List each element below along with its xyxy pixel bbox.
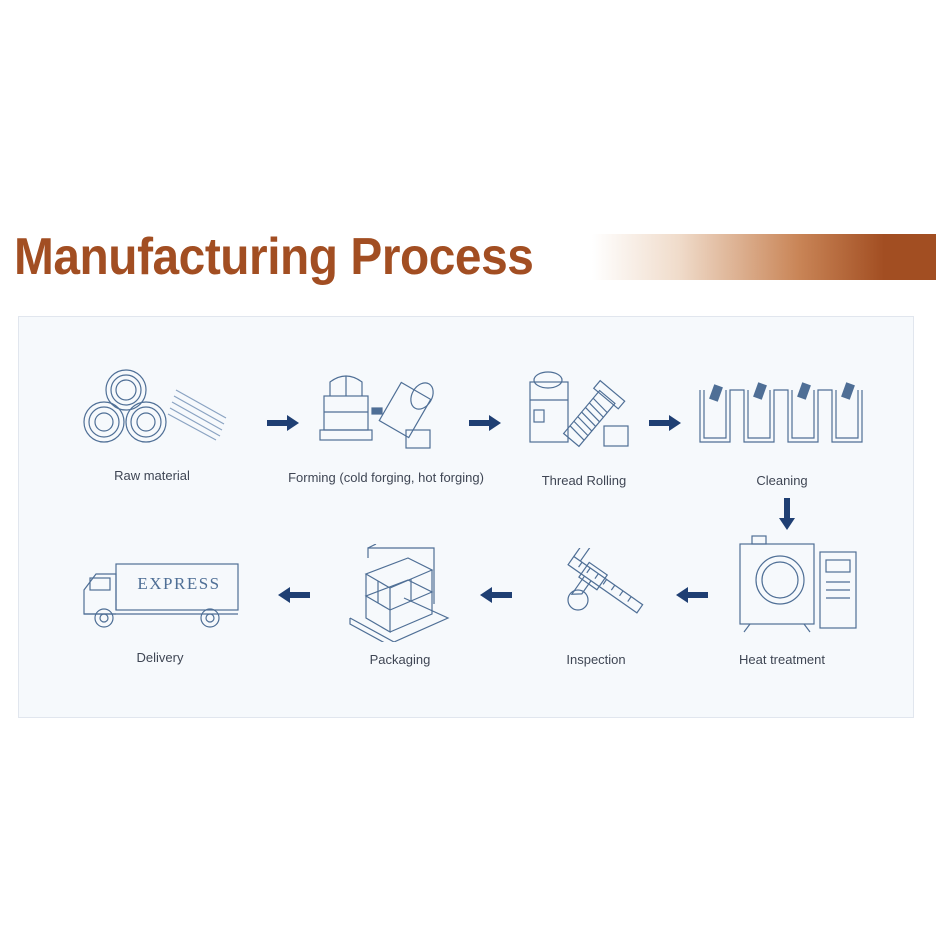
arrow-left-icon (478, 586, 514, 604)
arrow-right-icon (265, 414, 301, 432)
cleaning-tank-icon (694, 376, 866, 448)
thread-rolling-machine-icon (526, 370, 634, 460)
arrow-down-icon (778, 496, 796, 532)
process-panel (18, 316, 914, 718)
arrow-right-icon (647, 414, 683, 432)
wire-coil-icon (78, 366, 230, 448)
step-label-raw-material: Raw material (114, 468, 190, 483)
caliper-icon (552, 548, 652, 624)
page-title: Manufacturing Process (14, 228, 534, 286)
boxes-on-pallet-icon (346, 544, 450, 642)
truck-icon (78, 560, 242, 632)
step-label-packaging: Packaging (369, 652, 431, 667)
arrow-left-icon (674, 586, 710, 604)
step-label-thread-rolling: Thread Rolling (541, 473, 627, 488)
step-label-inspection: Inspection (566, 652, 626, 667)
arrow-left-icon (276, 586, 312, 604)
step-label-delivery: Delivery (136, 650, 184, 665)
truck-express-text: EXPRESS (137, 574, 221, 593)
arrow-right-icon (467, 414, 503, 432)
step-label-forming: Forming (cold forging, hot forging) (288, 470, 484, 485)
step-label-heat-treatment: Heat treatment (739, 652, 825, 667)
title-gradient-bar (592, 234, 936, 280)
forging-press-icon (318, 374, 448, 454)
furnace-icon (736, 534, 860, 634)
step-label-cleaning: Cleaning (756, 473, 808, 488)
